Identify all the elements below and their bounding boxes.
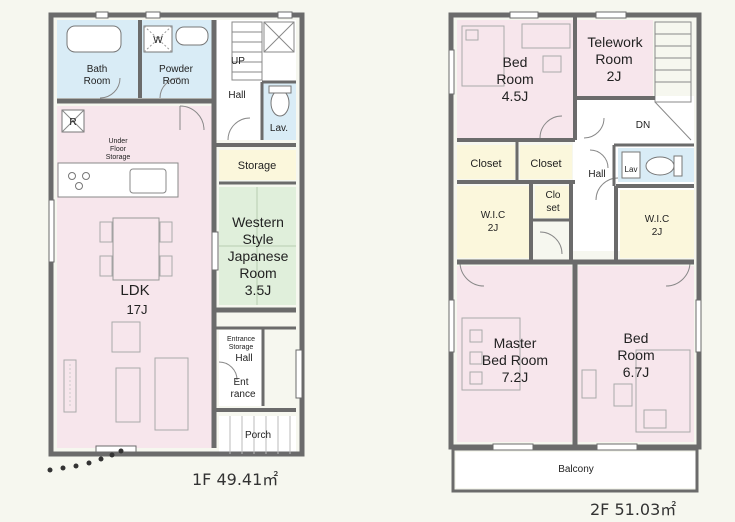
stairs-2f — [654, 21, 692, 141]
master-label-1: Master — [494, 335, 537, 351]
r-mark: R — [69, 117, 76, 128]
master-label-3: 7.2J — [502, 369, 528, 385]
underfloor-label-2: Floor — [110, 146, 127, 153]
toilet-2f — [645, 156, 675, 176]
balcony-label: Balcony — [558, 464, 594, 475]
sofa — [154, 357, 189, 431]
japanese-label-4: Room — [239, 265, 276, 281]
closet3-label-1: Clo — [545, 190, 560, 201]
wic1-label-2: 2J — [488, 223, 499, 234]
japanese-label-2: Style — [242, 231, 273, 247]
kitchen-sink — [129, 168, 167, 194]
telework-room — [577, 20, 653, 96]
entrance-storage-label-1: Entrance — [227, 336, 255, 343]
floor-2: Bed Room 4.5J Telework Room 2J DN Closet… — [448, 11, 702, 519]
stairs-up-label: UP — [231, 56, 245, 67]
master-label-2: Bed Room — [482, 352, 548, 368]
wic1-label-1: W.I.C — [481, 210, 505, 221]
washer — [143, 25, 173, 53]
porch — [219, 416, 296, 454]
bed2-label-3: 6.7J — [623, 364, 649, 380]
entrance-area — [219, 368, 263, 406]
closet2-label: Closet — [530, 158, 561, 170]
labels-2f: Bed Room 4.5J Telework Room 2J DN Closet… — [470, 34, 676, 519]
toilet-1f — [270, 89, 290, 117]
bath-room-label-2: Room — [84, 76, 111, 87]
walls-2f — [448, 12, 702, 493]
master-bed-room — [457, 266, 572, 442]
entrance-label-2: rance — [230, 389, 255, 400]
dining-table — [112, 217, 160, 281]
wic2-label-2: 2J — [652, 227, 663, 238]
ldk-label-2: 17J — [127, 302, 148, 317]
walkway-dots — [47, 448, 124, 473]
labels-1f: Bath Room Powder Room W UP Hall Lav. R U… — [69, 35, 288, 489]
ldk-room — [57, 106, 214, 448]
bed1-label-1: Bed — [503, 54, 528, 70]
lav-label-1f: Lav. — [270, 123, 288, 134]
japanese-label-1: Western — [232, 214, 284, 230]
underfloor-label-1: Under — [108, 138, 128, 145]
stairs-down-label: DN — [636, 120, 650, 131]
bed2-label-2: Room — [617, 347, 654, 363]
japanese-label-3: Japanese — [228, 248, 289, 264]
wash-basin — [175, 26, 209, 46]
japanese-label-5: 3.5J — [245, 282, 271, 298]
floor-1: Bath Room Powder Room W UP Hall Lav. R U… — [47, 11, 305, 489]
telework-label-2: Room — [595, 51, 632, 67]
telework-label-1: Telework — [587, 34, 643, 50]
ldk-label-1: LDK — [120, 282, 149, 299]
bed1-label-2: Room — [496, 71, 533, 87]
washer-mark: W — [153, 35, 163, 46]
entrance-storage — [219, 330, 263, 368]
floor1-area-label: 1F 49.41㎡ — [192, 470, 278, 489]
closet1-label: Closet — [470, 158, 501, 170]
hall-top-label: Hall — [228, 90, 245, 101]
storage-label-1f: Storage — [238, 160, 277, 172]
closet-2 — [520, 145, 572, 179]
entrance-storage-label-2: Storage — [229, 344, 254, 351]
bathtub — [66, 25, 122, 53]
storage-1f — [219, 150, 296, 180]
hall-2f-label: Hall — [588, 169, 605, 180]
bed1-label-3: 4.5J — [502, 88, 528, 104]
bath-room-label-1: Bath — [87, 64, 108, 75]
closet-1 — [457, 145, 515, 179]
wic-2 — [620, 190, 694, 258]
stairs-1f — [231, 21, 295, 81]
closet-3 — [535, 186, 569, 218]
wic-1 — [457, 186, 529, 258]
porch-label: Porch — [245, 430, 271, 441]
telework-label-3: 2J — [607, 68, 622, 84]
powder-room-label-1: Powder — [159, 64, 194, 75]
coffee-table — [111, 321, 141, 353]
bed2-label-1: Bed — [624, 330, 649, 346]
entrance-label-1: Ent — [233, 377, 248, 388]
closet3-label-2: set — [546, 203, 560, 214]
tv-board — [63, 359, 77, 413]
balcony — [456, 452, 696, 488]
wic2-label-1: W.I.C — [645, 214, 669, 225]
powder-room-label-2: Room — [163, 76, 190, 87]
underfloor-label-3: Storage — [106, 154, 131, 161]
lav-2f-label: Lav — [625, 165, 638, 174]
floor2-area-label: 2F 51.03㎡ — [590, 500, 676, 519]
entrance-hall-label: Hall — [235, 353, 252, 364]
